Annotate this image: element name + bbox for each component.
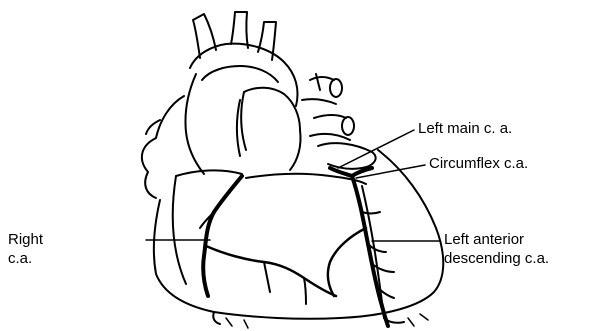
label-right-ca-line-2: c.a. — [8, 249, 43, 268]
left-coronary-arteries — [328, 168, 394, 326]
heart-outline — [154, 150, 443, 324]
label-right-ca: Right c.a. — [8, 230, 43, 268]
label-lad-line-1: Left anterior — [444, 230, 549, 249]
label-lad-line-2: descending c.a. — [444, 249, 549, 268]
right-atrium — [142, 96, 242, 198]
pulmonary-trunk — [241, 88, 300, 170]
left-atrial-appendage — [318, 143, 376, 169]
pulmonary-veins — [302, 74, 354, 140]
label-right-ca-line-1: Right — [8, 230, 43, 249]
right-coronary-artery — [200, 176, 336, 304]
label-circumflex-ca: Circumflex c.a. — [429, 154, 528, 173]
label-left-main-ca: Left main c. a. — [418, 119, 512, 138]
label-left-anterior-descending-ca: Left anterior descending c.a. — [444, 230, 549, 268]
